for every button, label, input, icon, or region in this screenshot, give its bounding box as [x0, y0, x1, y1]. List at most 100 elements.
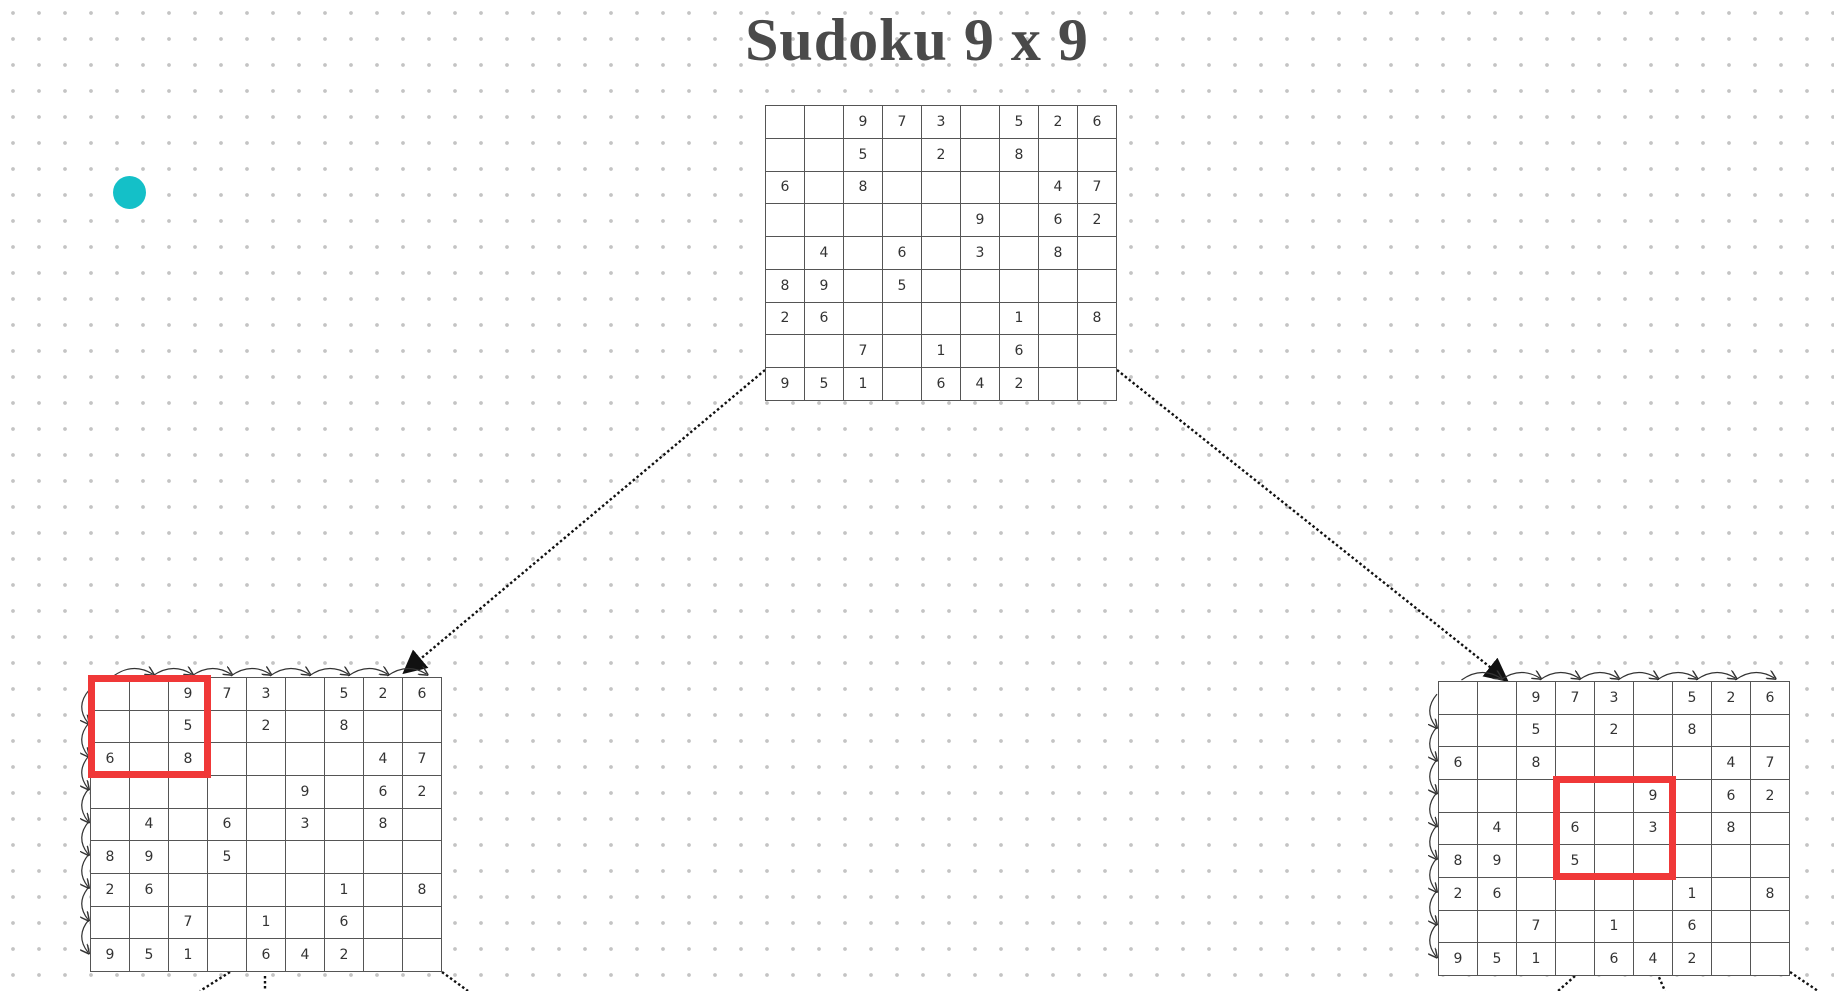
sudoku-cell: [246, 742, 286, 776]
sudoku-cell: [1477, 713, 1517, 748]
sudoku-cell: [1711, 844, 1751, 878]
sudoku-cell: [324, 742, 364, 776]
sudoku-cell: 2: [1750, 778, 1790, 813]
sudoku-cell: 1: [324, 872, 364, 907]
sudoku-cell: [207, 742, 247, 776]
sudoku-cell: [999, 170, 1039, 205]
sudoku-cell: [1077, 367, 1117, 401]
sudoku-cell: [363, 905, 403, 940]
sudoku-cell: 8: [1438, 844, 1478, 878]
sudoku-cell: [882, 334, 922, 369]
sudoku-cell: [285, 872, 325, 907]
sudoku-cell: 6: [1038, 203, 1078, 238]
sudoku-cell: 3: [1594, 681, 1634, 715]
sudoku-cell: 6: [804, 301, 844, 336]
sudoku-cell: [843, 236, 883, 270]
sudoku-cell: 6: [921, 367, 961, 401]
sudoku-cell: 6: [207, 807, 247, 842]
sudoku-cell: 8: [168, 742, 208, 776]
connector-top-to-left: [402, 369, 766, 675]
sudoku-cell: [246, 774, 286, 809]
sudoku-cell: 1: [1672, 876, 1712, 911]
sudoku-cell: [882, 203, 922, 238]
sudoku-cell: 8: [402, 872, 442, 907]
sudoku-cell: [1516, 876, 1556, 911]
sudoku-cell: 2: [1438, 876, 1478, 911]
sudoku-cell: [1711, 713, 1751, 748]
sudoku-cell: [363, 938, 403, 972]
sudoku-cell: 6: [1672, 909, 1712, 944]
sudoku-cell: [402, 938, 442, 972]
sudoku-cell: 1: [999, 301, 1039, 336]
sudoku-cell: [1516, 844, 1556, 878]
sudoku-cell: 6: [1077, 105, 1117, 139]
sudoku-cell: [1077, 268, 1117, 303]
sudoku-cell: 8: [1077, 301, 1117, 336]
iteration-arrow: [1430, 923, 1437, 957]
iteration-arrow: [82, 722, 89, 756]
sudoku-cell: 9: [129, 840, 169, 874]
sudoku-cell: 6: [1594, 942, 1634, 976]
iteration-arrow: [82, 755, 89, 789]
sudoku-cell: [1555, 909, 1595, 944]
sudoku-cell: [1038, 301, 1078, 336]
sudoku-cell: [921, 301, 961, 336]
sudoku-cell: [129, 774, 169, 809]
sudoku-cell: [207, 709, 247, 744]
sudoku-cell: [1672, 811, 1712, 846]
iteration-arrow: [1430, 857, 1437, 891]
sudoku-cell: 9: [1516, 681, 1556, 715]
iteration-arrow: [1430, 759, 1437, 793]
sudoku-cell: 4: [960, 367, 1000, 401]
sudoku-cell: 9: [960, 203, 1000, 238]
sudoku-cell: 8: [999, 137, 1039, 172]
sudoku-cell: [285, 840, 325, 874]
sudoku-cell: [882, 367, 922, 401]
sudoku-cell: [1672, 778, 1712, 813]
sudoku-cell: 6: [1750, 681, 1790, 715]
sudoku-cell: [1438, 681, 1478, 715]
sudoku-cell: 2: [246, 709, 286, 744]
sudoku-cell: [1750, 909, 1790, 944]
sudoku-cell: 8: [1672, 713, 1712, 748]
sudoku-cell: 5: [129, 938, 169, 972]
sudoku-cell: [402, 807, 442, 842]
iteration-arrow: [1500, 672, 1540, 681]
iteration-arrow: [386, 668, 426, 677]
sudoku-cell: [1594, 746, 1634, 780]
sudoku-cell: [765, 236, 805, 270]
sudoku-cell: [1516, 778, 1556, 813]
highlighted-box: [87, 674, 211, 779]
page-title: Sudoku 9 x 9: [745, 7, 1089, 73]
sudoku-cell: [207, 938, 247, 972]
sudoku-cell: [960, 105, 1000, 139]
iteration-arrow: [1430, 792, 1437, 825]
sudoku-cell: 7: [207, 677, 247, 711]
iteration-arrow: [1430, 890, 1437, 924]
sudoku-cell: 6: [402, 677, 442, 711]
sudoku-cell: [1477, 909, 1517, 944]
connector-right-down-1: [1557, 975, 1576, 991]
sudoku-cell: [765, 105, 805, 139]
sudoku-cell: [1633, 746, 1673, 780]
iteration-arrow: [82, 788, 89, 821]
sudoku-cell: [804, 334, 844, 369]
iteration-arrow: [1430, 726, 1437, 760]
sudoku-cell: 2: [1077, 203, 1117, 238]
iteration-arrow: [1430, 693, 1437, 727]
iteration-arrow: [82, 820, 89, 854]
iteration-arrow: [1430, 824, 1437, 858]
sudoku-cell: [1038, 268, 1078, 303]
sudoku-cell: 5: [1672, 681, 1712, 715]
